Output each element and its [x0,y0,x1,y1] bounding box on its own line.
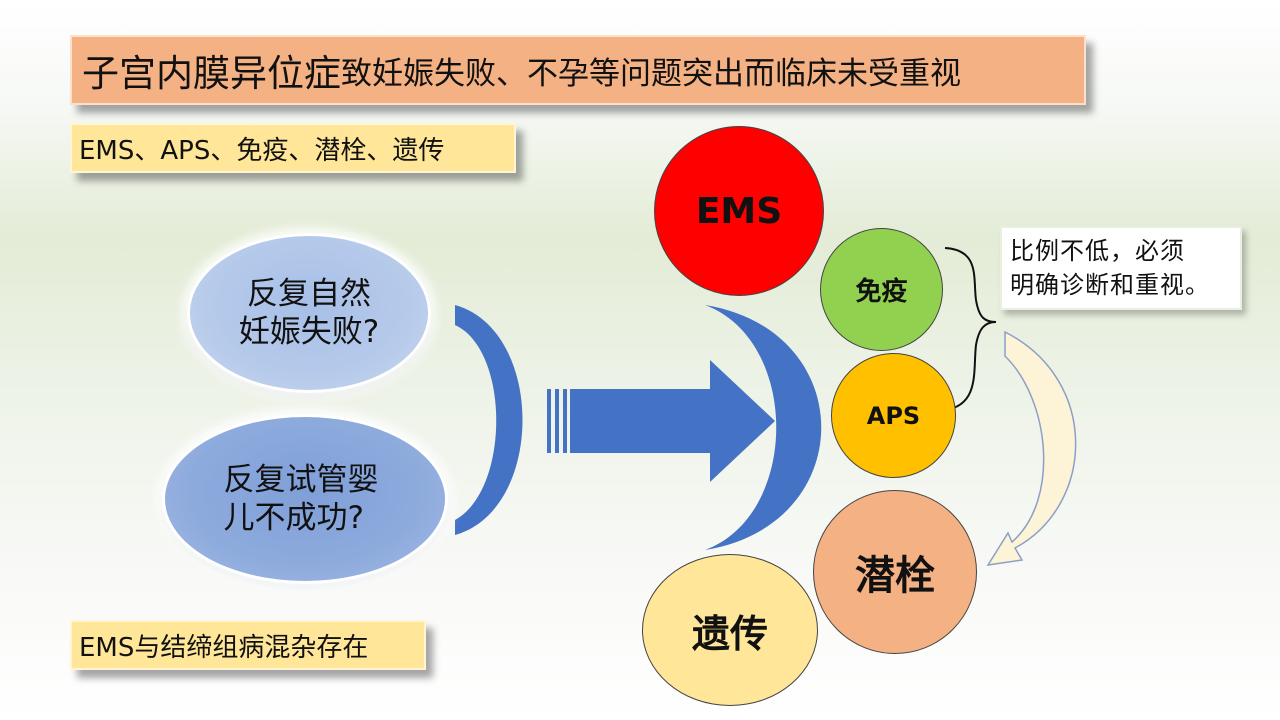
circle-ems: EMS [654,126,824,296]
oval-ivf-failure: 反复试管婴 儿不成功? [162,414,448,584]
oval-recurrent-pregnancy-loss: 反复自然 妊娠失败? [187,233,431,393]
note-line1: 比例不低，必须 [1010,237,1185,265]
right-crescent [705,305,822,550]
note-box: 比例不低，必须 明确诊断和重视。 [1000,226,1242,310]
striped-right-arrow [547,360,775,482]
coexist-label: EMS与结缔组病混杂存在 [70,620,426,670]
oval-recurrent-loss-line2: 妊娠失败? [238,314,380,350]
curly-brace [944,247,997,411]
oval-ivf-failure-line1: 反复试管婴 [223,462,379,498]
note-line2: 明确诊断和重视。 [1010,271,1210,299]
circle-genetics: 遗传 [642,554,818,706]
title-rest: 致妊娠失败、不孕等问题突出而临床未受重视 [341,55,961,92]
page-title: 子宫内膜异位症致妊娠失败、不孕等问题突出而临床未受重视 [70,35,1086,105]
circle-thrombosis: 潜栓 [813,490,977,654]
factors-label: EMS、APS、免疫、潜栓、遗传 [70,123,516,173]
circle-aps: APS [831,353,956,478]
circle-immunity: 免疫 [820,228,943,351]
title-main: 子宫内膜异位症 [82,52,341,95]
oval-ivf-failure-line2: 儿不成功? [223,500,364,536]
left-crescent-bracket [455,305,523,535]
curved-return-arrow [986,330,1077,566]
oval-recurrent-loss-line1: 反复自然 [247,276,371,312]
